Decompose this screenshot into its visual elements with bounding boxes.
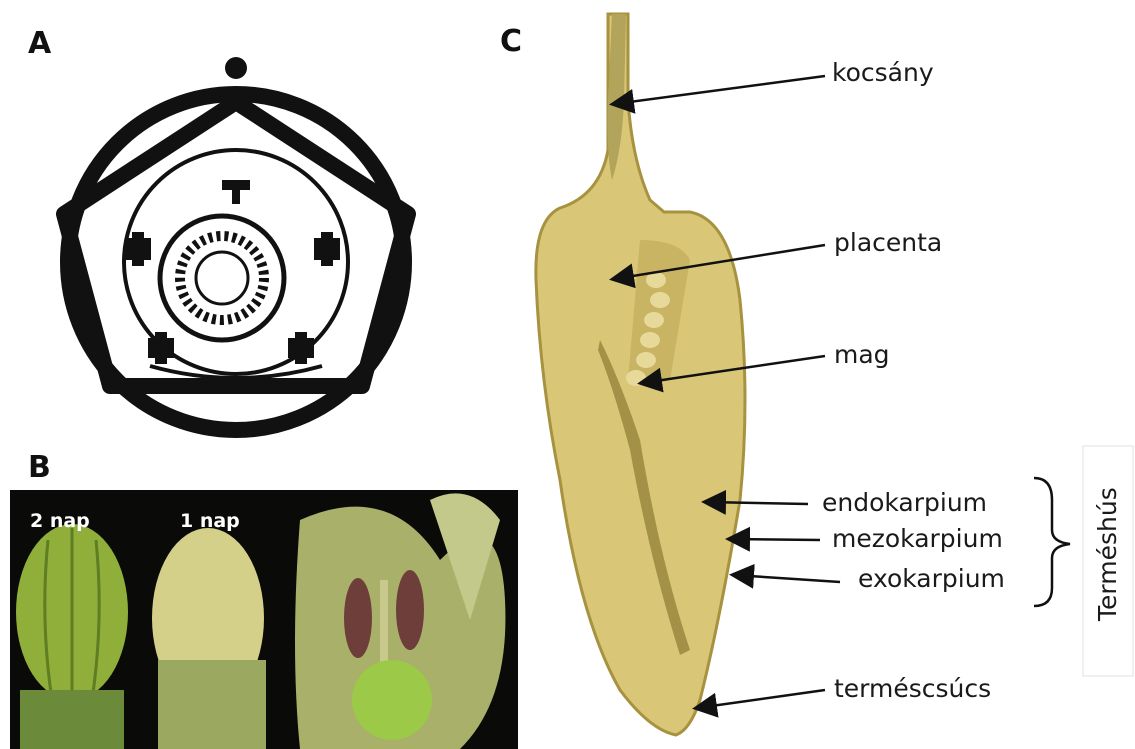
bud-1-day-calyx [158,660,266,749]
anthers [125,180,340,364]
label-mezokarpium: mezokarpium [832,524,1003,553]
label-exokarpium: exokarpium [858,564,1005,593]
arrow-exokarpium [734,575,840,582]
brace [1034,478,1070,606]
arrow-termescsucs [697,690,825,708]
label-kocsany: kocsány [832,58,934,87]
bud-2-days-calyx [20,690,124,749]
arrow-mezokarpium [730,539,820,540]
anther-top [222,180,250,204]
label-mag: mag [834,340,890,369]
bract-dot [225,57,247,79]
anther-1 [344,578,372,658]
label-placenta: placenta [834,228,942,257]
ovary [352,660,432,740]
label-termescsucs: terméscsúcs [834,674,991,703]
ovary-ovules [180,236,264,320]
arrow-kocsany [614,76,825,104]
pepper-section [536,14,745,735]
stage-label-2-days: 2 nap [30,510,90,532]
style [380,580,388,670]
stage-label-1-day: 1 nap [180,510,240,532]
label-endokarpium: endokarpium [822,488,987,517]
anther-2 [396,570,424,650]
anther-left [125,232,151,266]
floral-diagram [64,57,408,430]
label-termeshus: Terméshús [1093,497,1123,621]
anther-right [314,232,340,266]
ovary-inner [196,252,248,304]
